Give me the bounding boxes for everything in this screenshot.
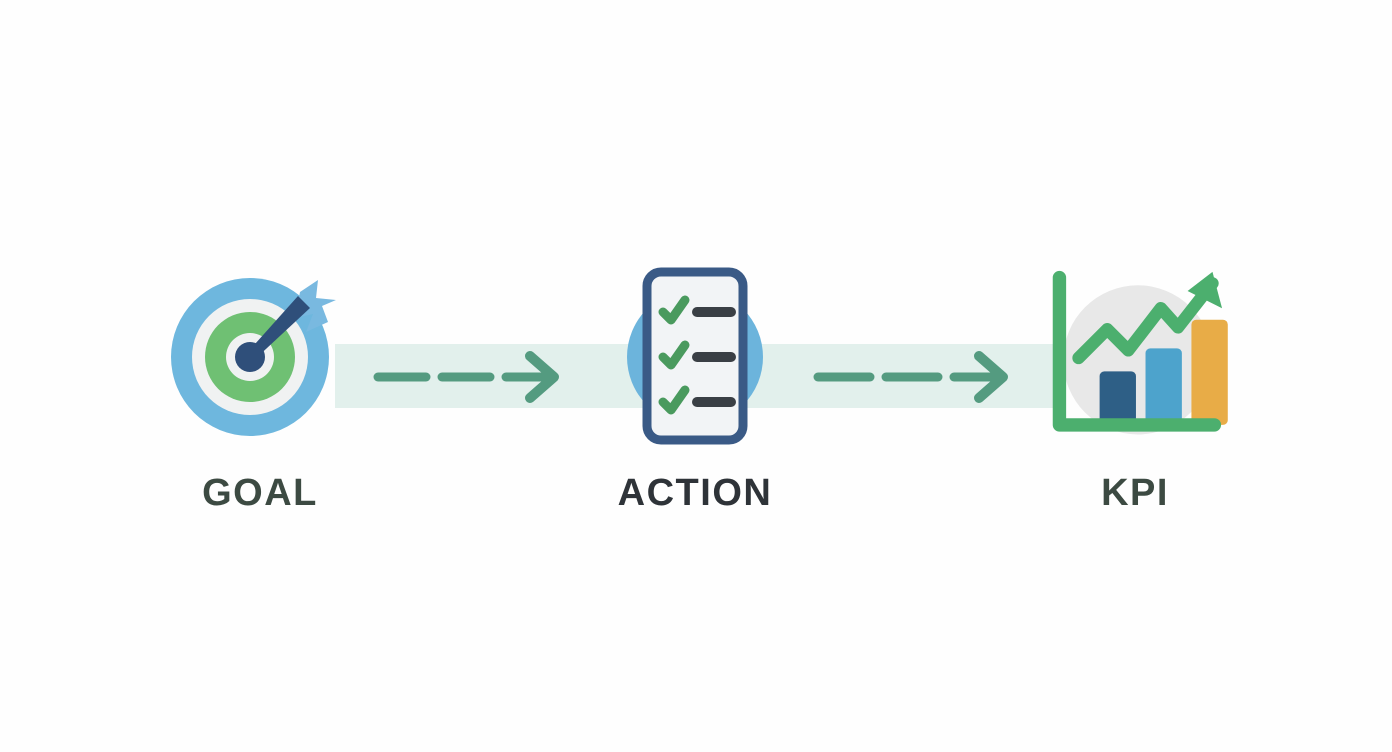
connector-goal-to-action <box>372 348 572 406</box>
kpi-bar-3 <box>1191 319 1228 425</box>
dashed-arrow-right-icon <box>813 351 1008 403</box>
stage-label-goal: GOAL <box>202 472 318 514</box>
dashed-arrow-right-icon <box>373 351 559 403</box>
stage-label-action: ACTION <box>617 472 773 514</box>
stage-goal[interactable]: GOAL <box>130 262 390 552</box>
action-icon-slot <box>585 262 805 452</box>
connector-action-to-kpi <box>812 348 1022 406</box>
kpi-bar-2 <box>1145 348 1182 425</box>
stage-label-kpi: KPI <box>1101 472 1169 514</box>
stage-action[interactable]: ACTION <box>565 262 825 552</box>
checklist-document-icon <box>627 267 763 445</box>
target-bullseye-arrow-icon <box>171 278 336 436</box>
stage-kpi[interactable]: KPI <box>1005 262 1265 552</box>
kpi-bar-1 <box>1099 371 1136 425</box>
growth-bar-chart-arrow-icon <box>1052 270 1228 435</box>
kpi-icon-slot <box>1025 262 1245 452</box>
goal-icon-slot <box>150 262 370 452</box>
